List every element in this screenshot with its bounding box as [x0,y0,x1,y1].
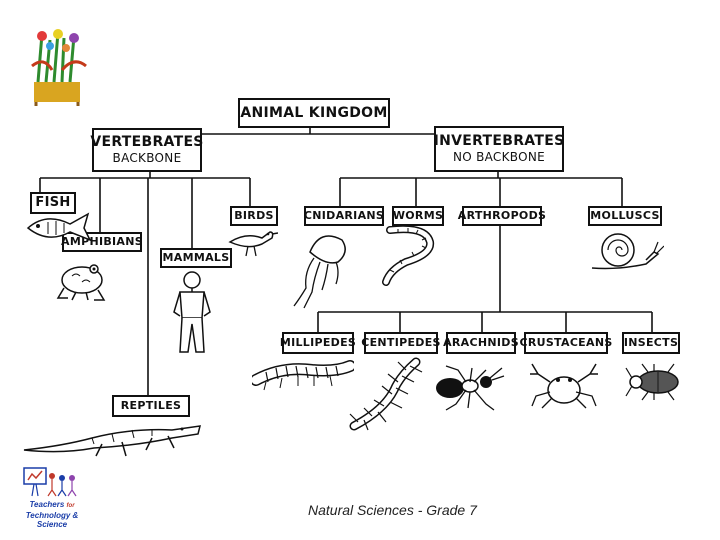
arthropods-box: ARTHROPODS [458,206,546,226]
arachnids-label: ARACHNIDS [443,336,519,350]
teachers-logo-icon [23,467,77,497]
logo-for: for [66,503,75,509]
fish-box: FISH [30,192,76,214]
fish-drawing [26,212,92,242]
birds-box: BIRDS [230,206,278,226]
worms-box: WORMS [392,206,444,226]
arthropods-label: ARTHROPODS [457,209,547,223]
vertebrates-box: VERTEBRATES BACKBONE [90,128,204,172]
molluscs-label: MOLLUSCS [590,209,660,223]
bird-drawing [228,231,278,257]
worms-label: WORMS [392,209,444,223]
molluscs-box: MOLLUSCS [588,206,662,226]
crustaceans-label: CRUSTACEANS [519,336,613,350]
vertebrates-label: VERTEBRATES [90,134,204,151]
millipedes-box: MILLIPEDES [279,332,357,354]
cnidarians-box: CNIDARIANS [304,206,384,226]
centipede-drawing [349,357,423,431]
footer-caption: Natural Sciences - Grade 7 [308,502,477,518]
cnidarians-label: CNIDARIANS [303,209,385,223]
vertebrates-sub: BACKBONE [112,151,182,166]
birds-label: BIRDS [234,209,274,223]
arachnid-drawing [436,365,505,411]
crab-drawing [530,363,598,409]
snail-drawing [591,233,664,270]
amphibians-label: AMPHIBIANS [61,235,143,249]
insects-box: INSECTS [622,332,680,354]
jellyfish-drawing [293,235,346,309]
reptiles-box: REPTILES [112,395,190,417]
frog-drawing [56,264,106,301]
animal-kingdom-title: ANIMAL KINGDOM [238,98,390,128]
arachnids-box: ARACHNIDS [443,332,519,354]
reptiles-label: REPTILES [120,399,182,413]
man-drawing [173,271,211,353]
invertebrates-label: INVERTEBRATES [433,133,565,150]
title-label: ANIMAL KINGDOM [240,104,388,121]
plant-illustration [31,29,87,106]
mammals-box: MAMMALS [160,248,232,268]
crocodile-drawing [23,425,201,457]
insects-label: INSECTS [623,336,679,350]
invertebrates-sub: NO BACKBONE [452,150,546,165]
logo-line2: Technology & Science [25,511,79,529]
worm-drawing [382,226,435,286]
millipede-drawing [252,360,354,391]
logo-line1: Teachers [29,500,65,509]
centipedes-box: CENTIPEDES [361,332,441,354]
invertebrates-box: INVERTEBRATES NO BACKBONE [434,126,564,172]
millipedes-label: MILLIPEDES [279,336,357,350]
teachers-logo-text: Teachers for Technology & Science [14,500,90,529]
fish-label: FISH [35,195,71,211]
insect-drawing [625,363,679,401]
mammals-label: MAMMALS [162,251,230,265]
centipedes-label: CENTIPEDES [361,336,441,350]
crustaceans-box: CRUSTACEANS [519,332,612,354]
